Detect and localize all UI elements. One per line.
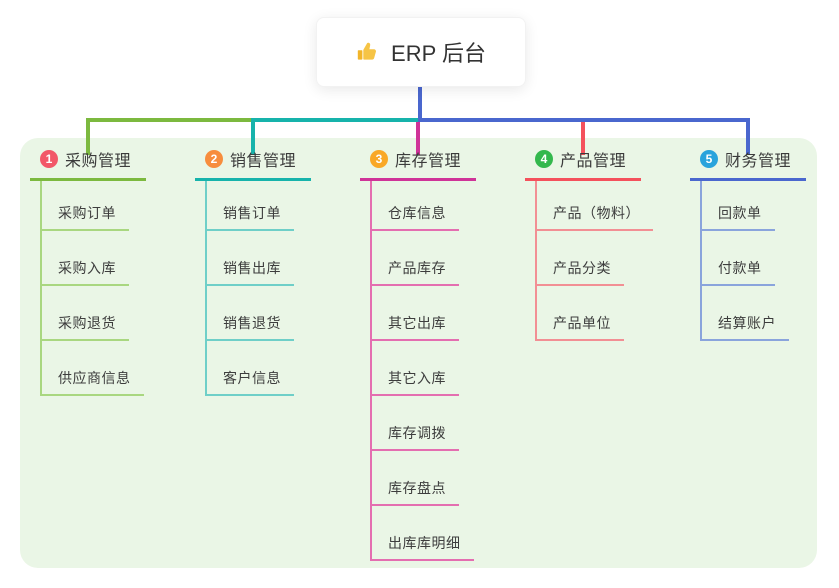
child-topic-label: 库存盘点 [372,478,459,506]
branch-title[interactable]: 1 采购管理 [30,147,146,181]
branch-title-label: 采购管理 [65,153,132,170]
child-topic[interactable]: 采购入库 [42,231,146,286]
branch-number-badge: 3 [370,150,388,168]
child-topic[interactable]: 产品单位 [537,286,653,341]
branch-children: 销售订单 销售出库 销售退货 客户信息 [205,181,311,396]
branch-title-label: 财务管理 [725,153,792,170]
thumbs-up-icon [356,40,380,64]
child-topic-label: 销售出库 [207,258,294,286]
branch: 5 财务管理 回款单 付款单 结算账户 [690,147,806,341]
child-topic[interactable]: 销售订单 [207,181,311,231]
branches-panel [20,138,817,568]
branch-title[interactable]: 2 销售管理 [195,147,311,181]
branch: 1 采购管理 采购订单 采购入库 采购退货 供应商信息 [30,147,146,396]
branch-number-badge: 4 [535,150,553,168]
child-topic[interactable]: 销售出库 [207,231,311,286]
branch-number-badge: 2 [205,150,223,168]
branch-children: 采购订单 采购入库 采购退货 供应商信息 [40,181,146,396]
child-topic[interactable]: 供应商信息 [42,341,146,396]
branch-title-label: 产品管理 [560,153,627,170]
branch-number-badge: 1 [40,150,58,168]
branch: 4 产品管理 产品（物料） 产品分类 产品单位 [525,147,653,341]
child-topic-label: 销售订单 [207,203,294,231]
branch-title-label: 库存管理 [395,153,462,170]
child-topic[interactable]: 其它入库 [372,341,476,396]
branch-title[interactable]: 5 财务管理 [690,147,806,181]
child-topic[interactable]: 库存调拨 [372,396,476,451]
child-topic[interactable]: 其它出库 [372,286,476,341]
child-topic-label: 库存调拨 [372,423,459,451]
child-topic[interactable]: 库存盘点 [372,451,476,506]
child-topic-label: 产品单位 [537,313,624,341]
branch: 2 销售管理 销售订单 销售出库 销售退货 客户信息 [195,147,311,396]
child-topic-label: 销售退货 [207,313,294,341]
child-topic-label: 产品库存 [372,258,459,286]
child-topic[interactable]: 产品（物料） [537,181,653,231]
child-topic[interactable]: 销售退货 [207,286,311,341]
child-topic[interactable]: 产品库存 [372,231,476,286]
branch-number-badge: 5 [700,150,718,168]
child-topic-label: 采购入库 [42,258,129,286]
child-topic[interactable]: 回款单 [702,181,806,231]
child-topic[interactable]: 采购订单 [42,181,146,231]
child-topic[interactable]: 采购退货 [42,286,146,341]
child-topic-label: 结算账户 [702,313,789,341]
child-topic-label: 采购订单 [42,203,129,231]
child-topic-label: 付款单 [702,258,775,286]
child-topic-label: 产品（物料） [537,203,653,231]
child-topic-label: 其它出库 [372,313,459,341]
child-topic-label: 采购退货 [42,313,129,341]
branch-title[interactable]: 4 产品管理 [525,147,641,181]
child-topic[interactable]: 仓库信息 [372,181,476,231]
child-topic-label: 回款单 [702,203,775,231]
branch-children: 回款单 付款单 结算账户 [700,181,806,341]
branch: 3 库存管理 仓库信息 产品库存 其它出库 其它入库 库存调拨 [360,147,476,561]
child-topic[interactable]: 客户信息 [207,341,311,396]
branch-title-label: 销售管理 [230,153,297,170]
branch-title[interactable]: 3 库存管理 [360,147,476,181]
child-topic[interactable]: 产品分类 [537,231,653,286]
child-topic-label: 出库库明细 [372,533,474,561]
child-topic-label: 其它入库 [372,368,459,396]
root-node[interactable]: ERP 后台 [316,17,526,87]
branch-children: 产品（物料） 产品分类 产品单位 [535,181,653,341]
child-topic[interactable]: 结算账户 [702,286,806,341]
child-topic-label: 产品分类 [537,258,624,286]
child-topic-label: 仓库信息 [372,203,459,231]
child-topic-label: 客户信息 [207,368,294,396]
branch-children: 仓库信息 产品库存 其它出库 其它入库 库存调拨 库存盘点 出库库明细 [370,181,476,561]
child-topic-label: 供应商信息 [42,368,144,396]
child-topic[interactable]: 付款单 [702,231,806,286]
root-label: ERP 后台 [391,41,486,66]
child-topic[interactable]: 出库库明细 [372,506,476,561]
